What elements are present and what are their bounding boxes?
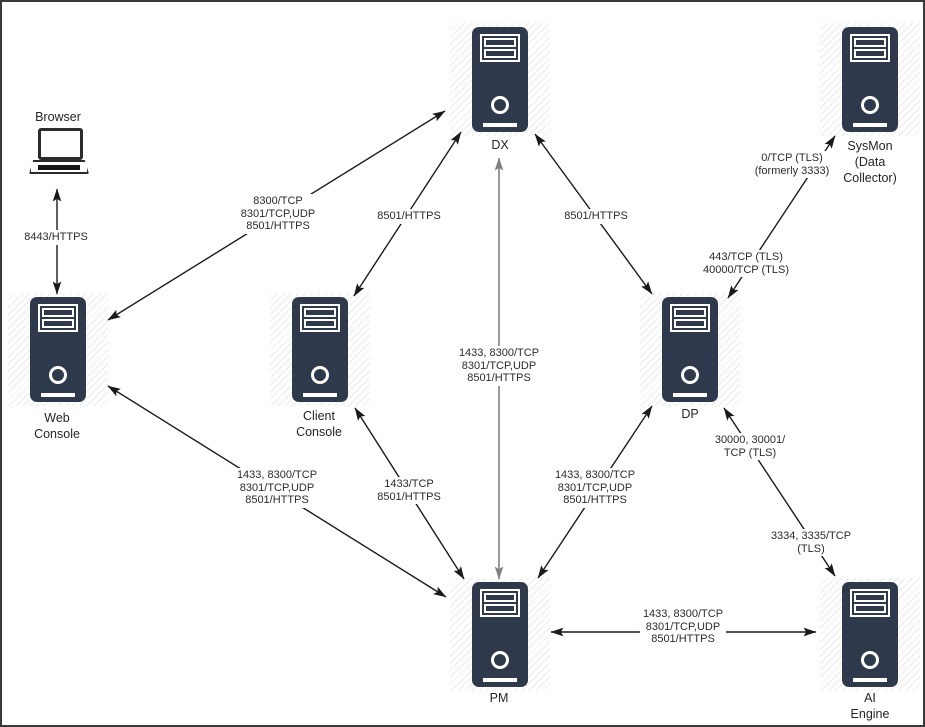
edge-label-clientconsole-dx: 8501/HTTPS xyxy=(374,209,444,224)
power-button-icon xyxy=(681,366,699,384)
edge-label-dp-aiengine-upper: 30000, 30001/ TCP (TLS) xyxy=(711,433,789,460)
laptop-base xyxy=(29,160,89,174)
edge-label-webconsole-dx: 8300/TCP 8301/TCP,UDP 8501/HTTPS xyxy=(237,194,319,234)
power-button-icon xyxy=(311,366,329,384)
server-icon-ai-engine xyxy=(842,582,898,687)
node-label-dp: DP xyxy=(681,407,699,421)
edge-label-dp-aiengine-lower: 3334, 3335/TCP (TLS) xyxy=(767,529,855,556)
edge-label-dp-sysmon-upper: 0/TCP (TLS) (formerly 3333) xyxy=(751,151,833,178)
server-icon-dx xyxy=(472,27,528,132)
edge-label-dp-sysmon-lower: 443/TCP (TLS) 40000/TCP (TLS) xyxy=(699,250,793,277)
vent-slot-icon xyxy=(483,123,517,127)
server-icon-dp xyxy=(662,297,718,402)
node-label-ai-engine: AI Engine xyxy=(850,691,890,721)
vent-slot-icon xyxy=(673,393,707,397)
power-button-icon xyxy=(861,96,879,114)
edge-label-clientconsole-pm: 1433/TCP 8501/HTTPS xyxy=(374,477,444,504)
drive-bays-icon xyxy=(38,304,78,332)
power-button-icon xyxy=(49,366,67,384)
server-icon-sysmon xyxy=(842,27,898,132)
vent-slot-icon xyxy=(853,123,887,127)
node-label-pm: PM xyxy=(489,691,509,705)
server-icon-client-console xyxy=(292,297,348,402)
edge-label-browser-webconsole: 8443/HTTPS xyxy=(21,230,91,245)
node-label-browser: Browser xyxy=(35,110,81,124)
edge-label-webconsole-pm: 1433, 8300/TCP 8301/TCP,UDP 8501/HTTPS xyxy=(233,468,321,508)
power-button-icon xyxy=(491,96,509,114)
drive-bays-icon xyxy=(480,34,520,62)
node-label-sysmon: SysMon (Data Collector) xyxy=(843,139,897,185)
vent-slot-icon xyxy=(853,678,887,682)
node-label-client-console: Client Console xyxy=(296,409,342,439)
vent-slot-icon xyxy=(41,393,75,397)
vent-slot-icon xyxy=(303,393,337,397)
edge-label-dp-pm: 1433, 8300/TCP 8301/TCP,UDP 8501/HTTPS xyxy=(551,468,639,508)
drive-bays-icon xyxy=(850,589,890,617)
drive-bays-icon xyxy=(300,304,340,332)
edge-label-pm-aiengine: 1433, 8300/TCP 8301/TCP,UDP 8501/HTTPS xyxy=(639,607,727,647)
server-icon-web-console xyxy=(30,297,86,402)
laptop-screen xyxy=(38,128,83,160)
drive-bays-icon xyxy=(850,34,890,62)
power-button-icon xyxy=(491,651,509,669)
node-label-dx: DX xyxy=(491,138,509,152)
drive-bays-icon xyxy=(480,589,520,617)
power-button-icon xyxy=(861,651,879,669)
vent-slot-icon xyxy=(483,678,517,682)
node-label-web-console: Web Console xyxy=(34,411,80,441)
server-icon-pm xyxy=(472,582,528,687)
laptop-keyboard xyxy=(38,165,80,170)
edge-label-dx-pm: 1433, 8300/TCP 8301/TCP,UDP 8501/HTTPS xyxy=(455,346,543,386)
edge-label-dx-dp: 8501/HTTPS xyxy=(561,209,631,224)
laptop-icon xyxy=(29,128,89,176)
drive-bays-icon xyxy=(670,304,710,332)
